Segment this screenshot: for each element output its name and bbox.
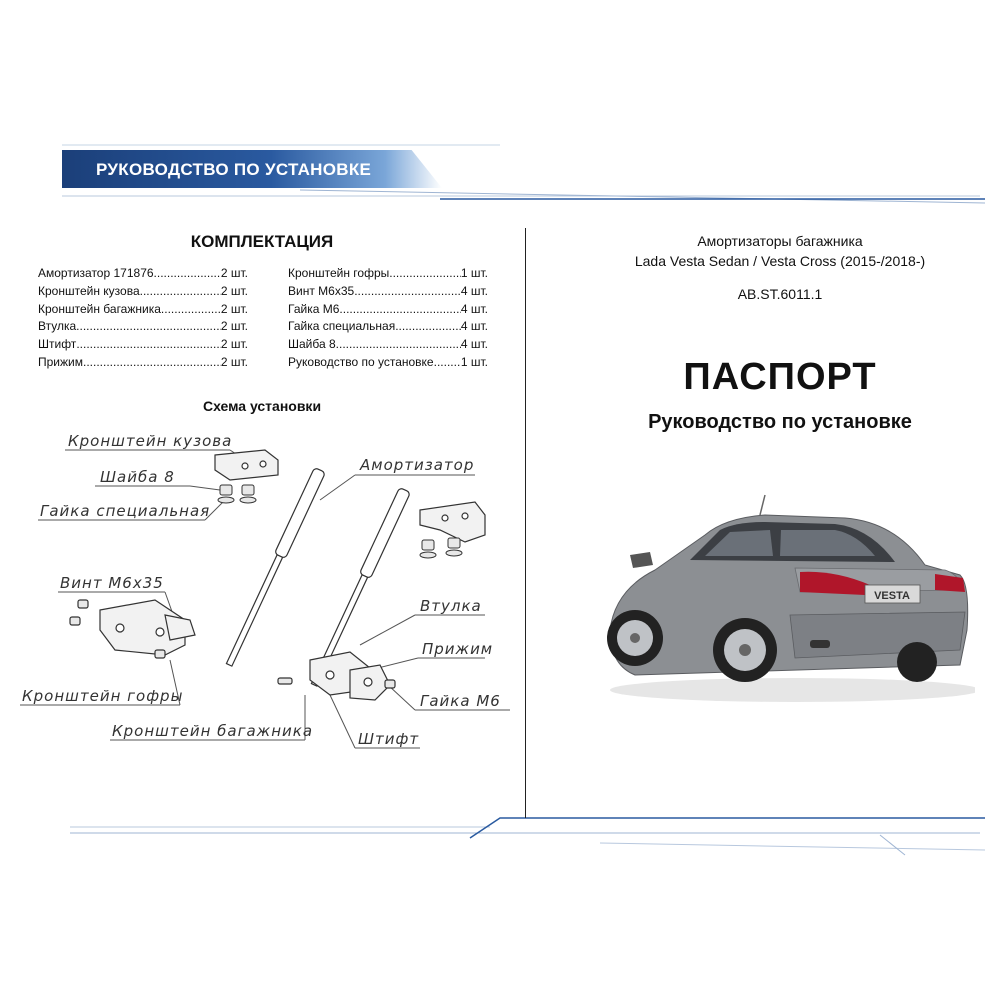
kit-item: Прижим2 шт. — [38, 354, 248, 372]
corrugation-bracket-icon — [69, 599, 196, 659]
passport-subtitle: Руководство по установке — [648, 411, 912, 433]
label-screw: Винт М6х35 — [60, 574, 164, 592]
wheel-icon — [607, 610, 937, 682]
kit-item: Винт М6х354 шт. — [288, 283, 488, 301]
kit-item: Втулка2 шт. — [38, 318, 248, 336]
nut-icon — [217, 484, 463, 559]
passport-title: ПАСПОРТ — [683, 356, 877, 398]
trunk-bracket-icon — [277, 651, 396, 701]
label-washer: Шайба 8 — [100, 468, 175, 486]
car-image: VESTA — [607, 494, 975, 702]
label-nut-m6: Гайка М6 — [420, 692, 501, 710]
kit-item: Кронштейн кузова2 шт. — [38, 283, 248, 301]
label-pin: Штифт — [358, 730, 419, 748]
label-clamp: Прижим — [422, 640, 493, 658]
product-name: Амортизаторы багажника — [697, 233, 863, 249]
label-trunk-bracket: Кронштейн багажника — [112, 722, 313, 740]
kit-item: Кронштейн гофры1 шт. — [288, 265, 488, 283]
kit-item: Амортизатор 1718762 шт. — [38, 265, 248, 283]
kit-item: Гайка М64 шт. — [288, 301, 488, 319]
label-corrugation-bracket: Кронштейн гофры — [22, 687, 183, 705]
kit-item: Руководство по установке1 шт. — [288, 354, 488, 372]
kit-item: Штифт2 шт. — [38, 336, 248, 354]
product-code: AB.ST.6011.1 — [737, 286, 823, 302]
body-bracket-icon — [214, 449, 486, 543]
column-divider — [525, 228, 526, 818]
installation-diagram: Кронштейн кузова Шайба 8 Гайка специальн… — [20, 432, 510, 749]
product-vehicle: Lada Vesta Sedan / Vesta Cross (2015-/20… — [634, 253, 926, 269]
header-banner — [62, 150, 442, 188]
car-badge: VESTA — [874, 590, 910, 602]
kit-item: Кронштейн багажника2 шт. — [38, 301, 248, 319]
kit-item: Шайба 84 шт. — [288, 336, 488, 354]
label-special-nut: Гайка специальная — [40, 502, 210, 520]
kit-item: Гайка специальная4 шт. — [288, 318, 488, 336]
kit-list-left: Амортизатор 1718762 шт. Кронштейн кузова… — [38, 265, 248, 372]
label-shock: Амортизатор — [359, 456, 474, 474]
label-body-bracket: Кронштейн кузова — [68, 432, 232, 450]
scheme-title: Схема установки — [202, 398, 322, 414]
header-title: РУКОВОДСТВО ПО УСТАНОВКЕ — [96, 160, 372, 179]
kit-title: КОМПЛЕКТАЦИЯ — [190, 232, 334, 251]
label-bushing: Втулка — [420, 597, 482, 615]
kit-list-right: Кронштейн гофры1 шт. Винт М6х354 шт. Гай… — [288, 265, 488, 372]
